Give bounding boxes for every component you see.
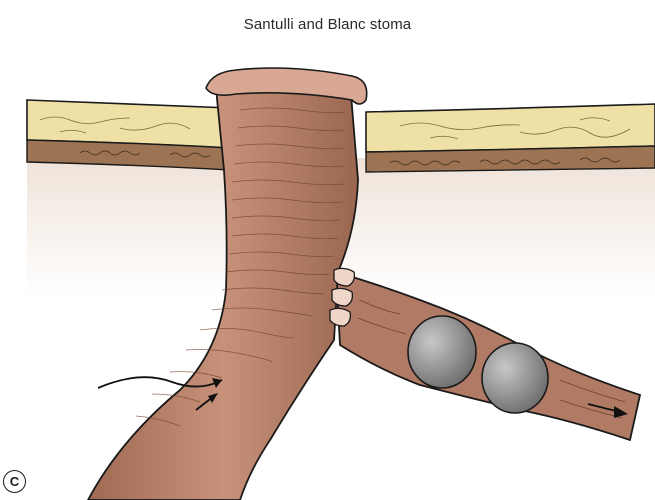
bowel-wall-texture: [135, 107, 346, 427]
flow-arrow-proximal-head: [212, 378, 222, 388]
stool-bolus-1: [407, 315, 477, 389]
abdominal-wall-fat-layer-right: [365, 103, 655, 153]
flow-arrow-proximal: [97, 376, 223, 389]
anastomosis-sutures: [329, 267, 356, 327]
stoma-rim: [205, 67, 368, 105]
abdominal-wall-muscle-layer-right: [365, 145, 655, 173]
flow-arrow-distal-head: [614, 406, 628, 418]
fat-texture: [39, 116, 631, 140]
figure-title: Santulli and Blanc stoma: [243, 16, 412, 33]
panel-label: C: [3, 470, 26, 493]
distal-bowel-limb: [335, 270, 642, 442]
proximal-bowel-limb: [86, 73, 359, 500]
stool-bolus-2: [481, 342, 549, 414]
muscle-texture: [79, 150, 621, 166]
flow-arrow-mid-head: [208, 393, 218, 403]
